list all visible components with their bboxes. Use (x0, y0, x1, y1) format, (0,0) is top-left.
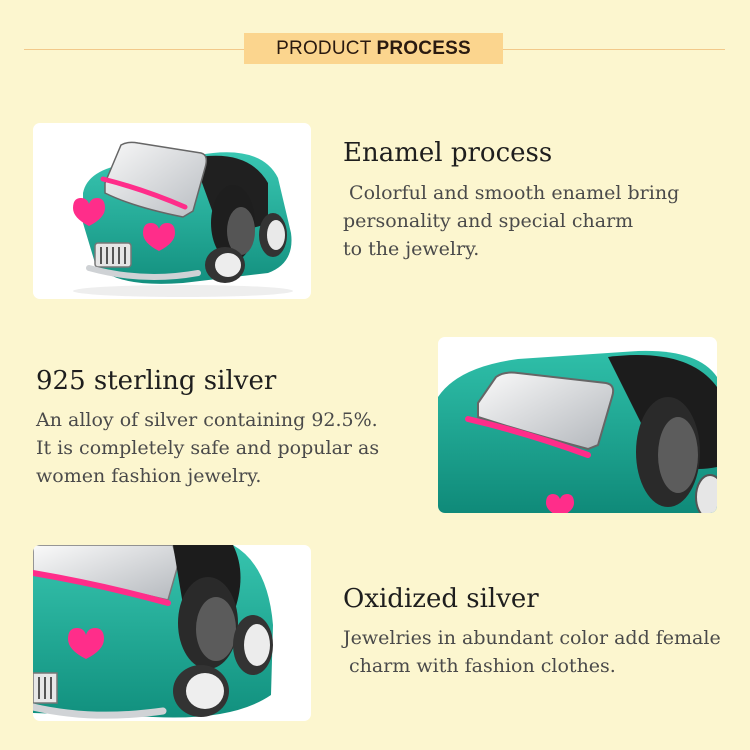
section-desc-silver: An alloy of silver containing 92.5%. It … (36, 406, 379, 490)
header-title-light: PRODUCT (276, 37, 372, 59)
desc-line: women fashion jewelry. (36, 465, 262, 487)
car-charm-icon (438, 350, 717, 513)
car-charm-icon (73, 141, 293, 297)
section-header: PRODUCT PROCESS (244, 33, 503, 64)
section-title-oxidized: Oxidized silver (343, 584, 539, 614)
product-image-oxidized (33, 545, 311, 721)
desc-line: Jewelries in abundant color add female (343, 627, 721, 649)
header-divider-right (503, 49, 725, 50)
desc-line: to the jewelry. (343, 238, 480, 260)
desc-line: charm with fashion clothes. (343, 655, 616, 677)
section-desc-oxidized: Jewelries in abundant color add female c… (343, 624, 721, 680)
product-image-enamel (33, 123, 311, 299)
desc-line: An alloy of silver containing 92.5%. (36, 409, 378, 431)
car-charm-icon (33, 545, 273, 719)
product-image-silver (438, 337, 717, 513)
section-title-silver: 925 sterling silver (36, 366, 277, 396)
section-title-enamel: Enamel process (343, 138, 553, 168)
section-desc-enamel: Colorful and smooth enamel bring persona… (343, 179, 679, 263)
desc-line: It is completely safe and popular as (36, 437, 380, 459)
desc-line: personality and special charm (343, 210, 634, 232)
desc-line: Colorful and smooth enamel bring (343, 182, 680, 204)
header-title-bold: PROCESS (376, 37, 471, 59)
header-divider-left (24, 49, 244, 50)
